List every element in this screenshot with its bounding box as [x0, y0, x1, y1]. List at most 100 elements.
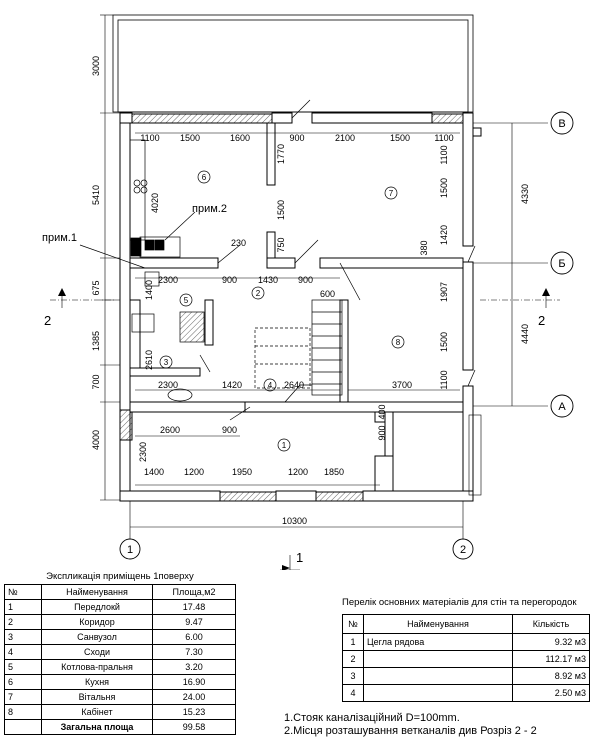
room-num-cell: 1	[4, 599, 42, 615]
room-area-cell: 24.00	[152, 689, 236, 705]
material-num-cell: 4	[342, 684, 364, 702]
left-dim-3: 675	[91, 280, 101, 295]
room-number: 7	[389, 189, 394, 198]
room-number: 2	[256, 289, 261, 298]
room-marker	[384, 186, 398, 200]
room-name-cell: Передлокй	[41, 599, 153, 615]
right-dim-1: 4330	[520, 184, 530, 204]
column-header: №	[342, 614, 364, 634]
room-dim: 1200	[184, 467, 204, 477]
room-dim: 2610	[144, 350, 154, 370]
table-row: 7 Вітальня 24.00	[4, 689, 236, 705]
axis-label-v: В	[558, 118, 565, 130]
room-dim: 230	[231, 238, 246, 248]
room-dim: 1400	[144, 467, 164, 477]
room-marker	[263, 378, 277, 392]
table-row: 2 112.17 м3	[342, 650, 590, 668]
left-dim-4: 1385	[91, 331, 101, 351]
room-num-cell: 6	[4, 674, 42, 690]
axis-marker-b	[550, 251, 574, 275]
axis-marker-v	[550, 111, 574, 135]
room-area-cell: 3.20	[152, 659, 236, 675]
room-marker	[159, 355, 173, 369]
material-name-cell	[363, 650, 513, 668]
top-dim-2: 1500	[180, 133, 200, 143]
room-marker	[391, 335, 405, 349]
left-dim-5: 700	[91, 374, 101, 389]
room-dim: 380	[419, 240, 429, 255]
top-dim-5: 2100	[335, 133, 355, 143]
kitchen-equipment	[129, 139, 181, 258]
room-area-cell: 9.47	[152, 614, 236, 630]
table-row: 6 Кухня 16.90	[4, 674, 236, 690]
room-num-cell: 7	[4, 689, 42, 705]
table-row: 2 Коридор 9.47	[4, 614, 236, 630]
material-qty-cell: 8.92 м3	[512, 667, 590, 685]
total-area-value: 99.58	[152, 719, 236, 735]
top-dim-6: 1500	[390, 133, 410, 143]
total-width-dim: 10300	[282, 516, 307, 526]
table-header-row: № Найменування Площа,м2	[4, 584, 236, 600]
room-schedule-table: № Найменування Площа,м2 1 Передлокй 17.4…	[4, 584, 236, 735]
material-name-cell	[363, 684, 513, 702]
top-dim-1: 1100	[140, 133, 159, 143]
room-dim: 1420	[222, 380, 242, 390]
material-num-cell: 2	[342, 650, 364, 668]
table-row: 1 Передлокй 17.48	[4, 599, 236, 615]
callout-leaders	[79, 211, 196, 269]
room-dim: 2300	[158, 380, 178, 390]
room-marker	[277, 438, 291, 452]
room-area-cell: 7.30	[152, 644, 236, 660]
room-dim: 1907	[439, 282, 449, 302]
room-dim: 1500	[276, 200, 286, 220]
room-dim: 600	[320, 289, 335, 299]
section-mark-bottom: 1	[296, 550, 303, 565]
exterior-walls	[119, 112, 482, 502]
top-dim-3: 1600	[230, 133, 250, 143]
room-marker	[197, 170, 211, 184]
section-arrows	[58, 288, 550, 570]
room-dim: 1770	[276, 144, 286, 164]
room-area-cell: 6.00	[152, 629, 236, 645]
bathroom-fixtures	[131, 271, 205, 402]
room-number: 5	[184, 296, 189, 305]
axis-marker-1	[119, 538, 141, 560]
room-dim: 1100	[439, 370, 449, 389]
room-dim: 400	[377, 404, 387, 419]
room-dim: 4020	[150, 193, 160, 213]
material-qty-cell: 9.32 м3	[512, 633, 590, 651]
table-row: 8 Кабінет 15.23	[4, 704, 236, 720]
room-dim: 2300	[138, 442, 148, 462]
column-header: Площа,м2	[152, 584, 236, 600]
room-marker	[251, 286, 265, 300]
column-header: Найменування	[41, 584, 153, 600]
note-2: 2.Місця розташування ветканалів див Розр…	[284, 725, 537, 737]
room-number: 3	[164, 358, 169, 367]
terrace	[112, 14, 474, 113]
room-dim: 1500	[439, 178, 449, 198]
section-mark-left: 2	[44, 313, 51, 328]
room-dim: 900	[222, 425, 237, 435]
note-1: 1.Стояк каналізаційний D=100mm.	[284, 712, 460, 724]
right-dim-2: 4440	[520, 324, 530, 344]
door-swings	[199, 99, 476, 421]
room-num-cell: 5	[4, 659, 42, 675]
axis-markers	[119, 111, 574, 560]
axis-lines	[50, 14, 560, 570]
room-name-cell: Санвузол	[41, 629, 153, 645]
material-num-cell: 3	[342, 667, 364, 685]
room-dim: 900	[377, 425, 387, 440]
room-dim: 1500	[439, 332, 449, 352]
top-dim-7: 1100	[434, 133, 453, 143]
table-total-row: Загальна площа 99.58	[4, 719, 236, 735]
room-dim: 1950	[232, 467, 252, 477]
total-area-label: Загальна площа	[41, 719, 153, 735]
material-qty-cell: 2.50 м3	[512, 684, 590, 702]
room-schedule: Экспликація приміщень 1поверху № Наймену…	[4, 571, 236, 735]
room-name-cell: Сходи	[41, 644, 153, 660]
room-dim: 900	[298, 275, 313, 285]
left-dim-2: 5410	[91, 185, 101, 205]
room-name-cell: Кухня	[41, 674, 153, 690]
room-name-cell: Котлова-пральня	[41, 659, 153, 675]
callout-note-2: прим.2	[192, 203, 227, 215]
